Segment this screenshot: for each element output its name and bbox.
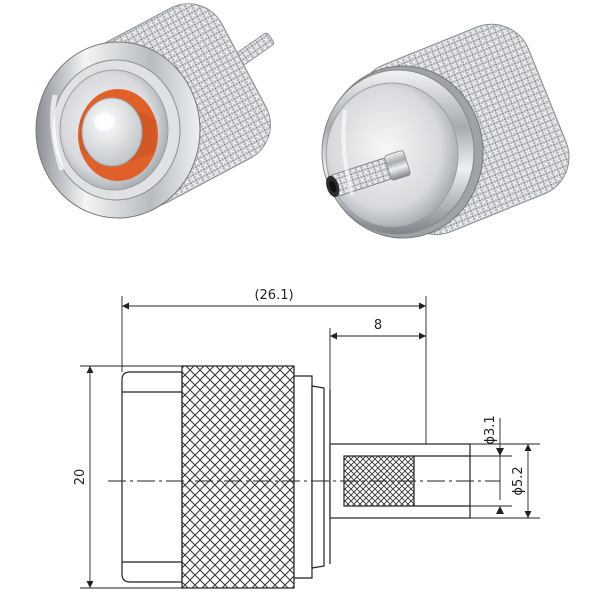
rear-shoulder — [293, 375, 313, 579]
connector-photo-side — [321, 23, 570, 239]
dim-body-label: 20 — [73, 469, 88, 486]
knurled-body — [181, 365, 295, 589]
technical-drawing — [80, 296, 540, 589]
dim-overall-label: (26.1) — [254, 288, 293, 303]
dim-inner-label: ϕ3.1 — [483, 415, 498, 444]
dim-crimp-label: 8 — [374, 318, 382, 333]
front-cap — [121, 371, 183, 583]
connector-photo-front — [35, 3, 275, 219]
dim-outer-label: ϕ5.2 — [511, 466, 526, 495]
